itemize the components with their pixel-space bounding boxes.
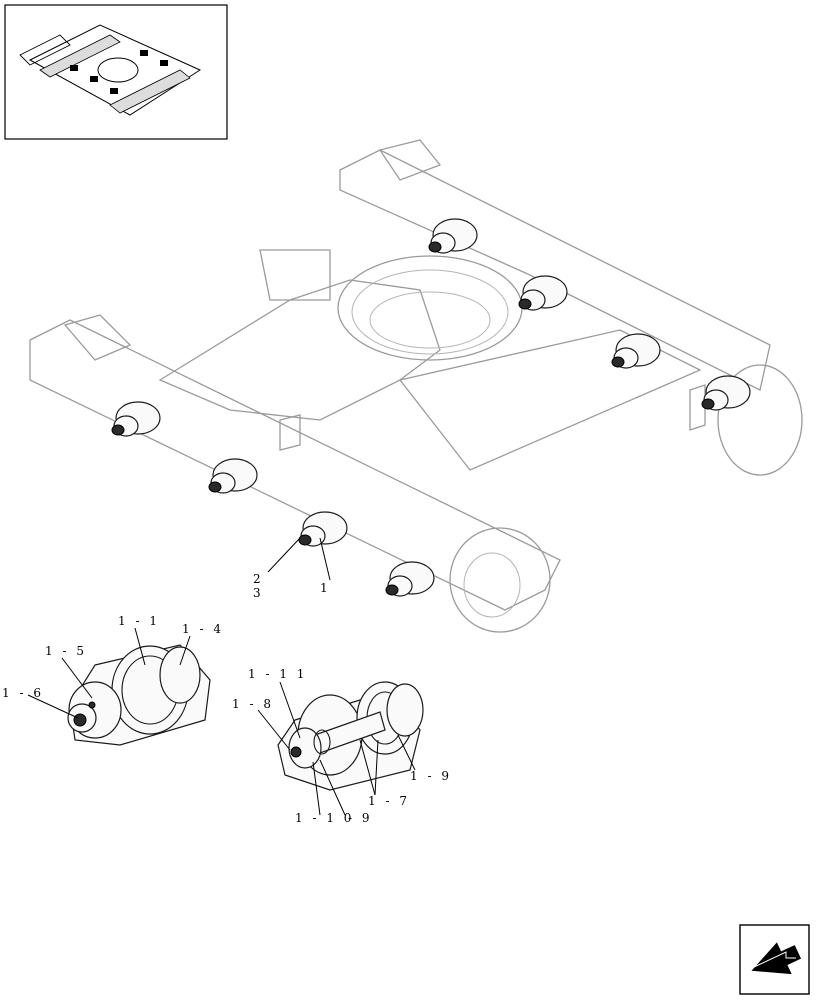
track-roller[interactable] bbox=[208, 458, 258, 494]
callout-1-4: 1 - 4 bbox=[182, 622, 224, 636]
track-roller[interactable] bbox=[111, 401, 161, 437]
callout-1-9: 1 - 9 bbox=[410, 769, 452, 783]
track-roller[interactable] bbox=[298, 511, 348, 547]
callout-1-5: 1 - 5 bbox=[45, 644, 87, 658]
callout-1-10: 1 - 1 0 bbox=[295, 811, 354, 825]
callout-1-6: 1 - 6 bbox=[2, 686, 44, 700]
track-roller[interactable] bbox=[385, 561, 435, 597]
track-roller[interactable] bbox=[518, 275, 568, 311]
next-page-arrow-icon[interactable] bbox=[739, 924, 810, 995]
callout-1-8: 1 - 8 bbox=[232, 697, 274, 711]
callout-1-7: 1 - 7 bbox=[368, 794, 410, 808]
callout-9: - 9 bbox=[348, 811, 373, 825]
callout-1-1: 1 - 1 bbox=[118, 614, 160, 628]
undercarriage-frame bbox=[29, 139, 803, 633]
callout-1-11: 1 - 1 1 bbox=[248, 667, 307, 681]
roller-assembly-detail[interactable] bbox=[67, 644, 211, 746]
track-roller[interactable] bbox=[428, 218, 478, 254]
callout-1: 1 bbox=[320, 581, 331, 595]
callout-2: 2 bbox=[253, 572, 264, 586]
track-roller[interactable] bbox=[611, 333, 661, 369]
callout-3: 3 bbox=[253, 586, 264, 600]
machine-overview-thumbnail[interactable] bbox=[4, 4, 228, 140]
track-roller[interactable] bbox=[701, 375, 751, 411]
